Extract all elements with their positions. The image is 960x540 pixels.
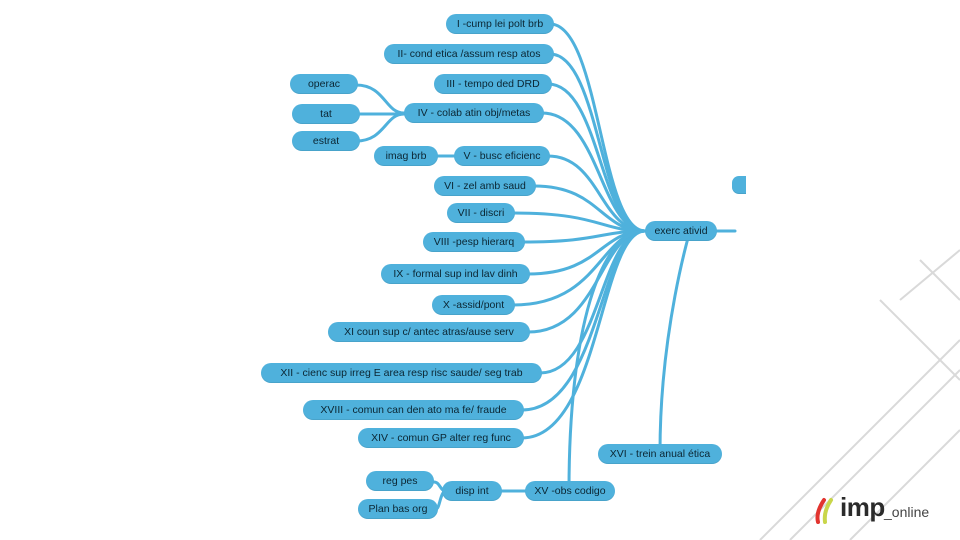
imp-online-logo: imp _online: [814, 490, 942, 526]
subnode-tat[interactable]: tat: [292, 104, 360, 124]
offscreen-node-stub: [732, 176, 746, 194]
branch-node-b1[interactable]: I -cump lei polt brb: [446, 14, 554, 34]
center-node[interactable]: exerc ativid: [645, 221, 717, 241]
branch-node-b2[interactable]: II- cond etica /assum resp atos: [384, 44, 554, 64]
branch-node-b12[interactable]: XII - cienc sup irreg E area resp risc s…: [261, 363, 542, 383]
subnode-estrat[interactable]: estrat: [292, 131, 360, 151]
subnode-reg-pes[interactable]: reg pes: [366, 471, 434, 491]
branch-node-b9[interactable]: IX - formal sup ind lav dinh: [381, 264, 530, 284]
subnode-disp-int[interactable]: disp int: [442, 481, 502, 501]
branch-node-b4[interactable]: IV - colab atin obj/metas: [404, 103, 544, 123]
branch-node-b16[interactable]: XVI - trein anual ética: [598, 444, 722, 464]
branch-node-b3[interactable]: III - tempo ded DRD: [434, 74, 552, 94]
branch-node-b10[interactable]: X -assid/pont: [432, 295, 515, 315]
branch-node-b5[interactable]: V - busc eficienc: [454, 146, 550, 166]
brand-mark-icon: [815, 498, 833, 524]
branch-node-b13[interactable]: XVIII - comun can den ato ma fe/ fraude: [303, 400, 524, 420]
branch-node-b8[interactable]: VIII -pesp hierarq: [423, 232, 525, 252]
branch-node-b14[interactable]: XIV - comun GP alter reg func: [358, 428, 524, 448]
branch-node-b15[interactable]: XV -obs codigo: [525, 481, 615, 501]
logo-suffix: _online: [884, 504, 930, 520]
subnode-operac[interactable]: operac: [290, 74, 358, 94]
logo-brand: imp: [840, 492, 885, 522]
subnode-plan-bas-org[interactable]: Plan bas org: [358, 499, 438, 519]
branch-node-b11[interactable]: XI coun sup c/ antec atras/ause serv: [328, 322, 530, 342]
branch-node-b7[interactable]: VII - discri: [447, 203, 515, 223]
branch-node-b6[interactable]: VI - zel amb saud: [434, 176, 536, 196]
subnode-imag-brb[interactable]: imag brb: [374, 146, 438, 166]
